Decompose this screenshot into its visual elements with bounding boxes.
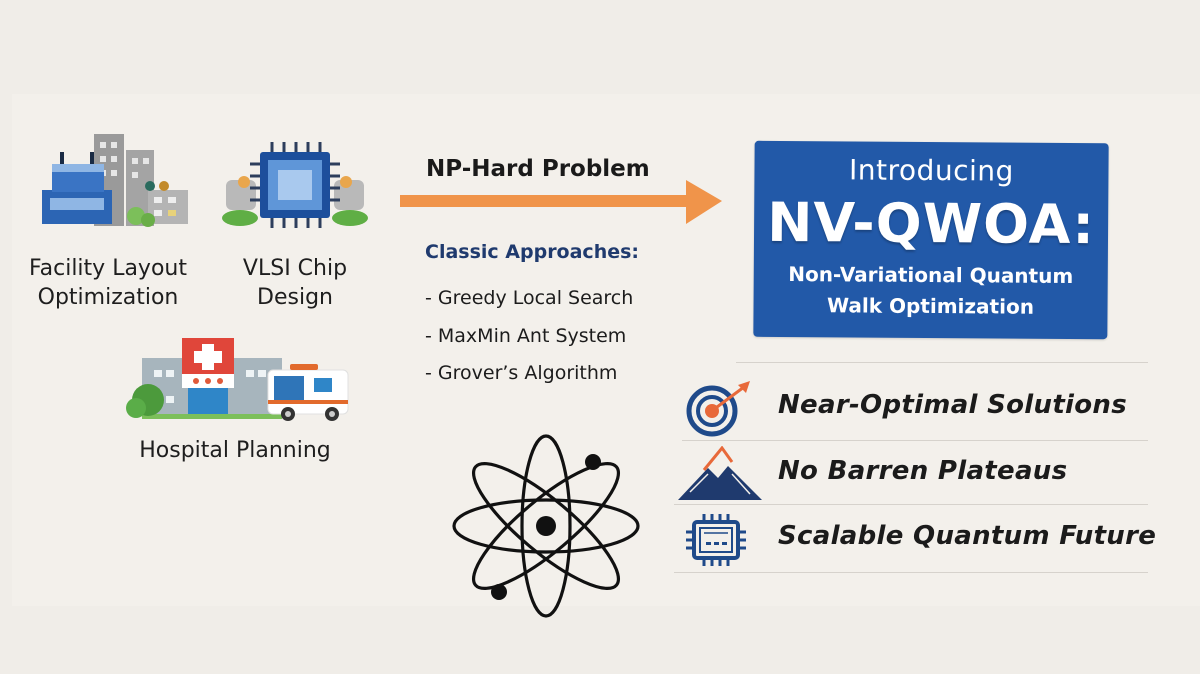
mountain-icon xyxy=(678,446,764,502)
classic-approaches-title: Classic Approaches: xyxy=(425,241,640,263)
facility-layout-label-line2: Optimization xyxy=(37,285,179,310)
factory-buildings-icon xyxy=(38,130,192,230)
nv-qwoa-title: NV-QWOA: xyxy=(767,190,1096,257)
classic-approaches-list: - Greedy Local Search - MaxMin Ant Syste… xyxy=(425,280,633,393)
nv-qwoa-subtitle-line1: Non-Variational Quantum xyxy=(788,262,1074,288)
right-arrow-icon xyxy=(400,178,724,228)
target-icon xyxy=(686,381,754,439)
nv-qwoa-intro-box: Introducing NV-QWOA: Non-Variational Qua… xyxy=(753,140,1109,340)
atom-icon xyxy=(452,432,642,622)
divider xyxy=(682,440,1148,441)
hospital-ambulance-icon xyxy=(122,330,350,422)
divider xyxy=(736,362,1148,363)
np-hard-title: NP-Hard Problem xyxy=(426,156,650,182)
divider xyxy=(674,504,1148,505)
classic-approach-item: - MaxMin Ant System xyxy=(425,324,627,347)
quantum-chip-icon xyxy=(684,514,750,566)
hospital-planning-label-line1: Hospital Planning xyxy=(139,438,331,463)
nv-qwoa-subtitle-line2: Walk Optimization xyxy=(826,293,1035,319)
hospital-planning-label: Hospital Planning xyxy=(120,436,350,465)
intro-text: Introducing xyxy=(848,153,1014,188)
feature-no-barren-plateaus: No Barren Plateaus xyxy=(778,456,1068,486)
facility-layout-label-line1: Facility Layout xyxy=(29,256,187,281)
facility-layout-label: Facility Layout Optimization xyxy=(18,254,198,312)
divider xyxy=(674,572,1148,573)
classic-approach-item: - Greedy Local Search xyxy=(425,287,634,309)
microchip-icon xyxy=(222,140,368,230)
vlsi-chip-label-line1: VLSI Chip xyxy=(242,256,348,281)
vlsi-chip-label: VLSI Chip Design xyxy=(220,254,370,312)
feature-near-optimal: Near-Optimal Solutions xyxy=(778,390,1128,420)
feature-scalable-quantum: Scalable Quantum Future xyxy=(778,521,1157,551)
nv-qwoa-subtitle: Non-Variational Quantum Walk Optimizatio… xyxy=(753,259,1107,323)
classic-approach-item: - Grover’s Algorithm xyxy=(425,362,618,384)
vlsi-chip-label-line2: Design xyxy=(257,285,333,310)
